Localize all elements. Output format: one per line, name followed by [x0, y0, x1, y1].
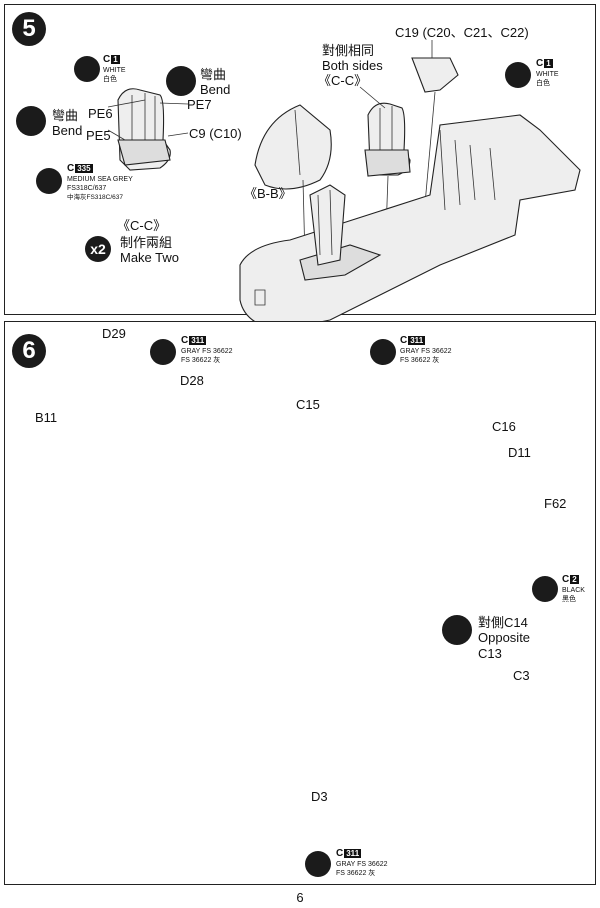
color-name-white: WHITE — [103, 67, 126, 74]
opposite-label-en: Opposite — [478, 630, 531, 645]
color-name-white: WHITE — [536, 71, 559, 78]
opposite-label-cn: 對側C14 — [478, 615, 528, 630]
bend-label-cn: 彎曲 — [52, 108, 79, 123]
seat-part-right — [364, 102, 411, 177]
color-name-black-cn: 黑色 — [562, 596, 576, 603]
color-name-white-cn: 白色 — [536, 80, 550, 87]
color-name-gray: GRAY FS 36622 — [336, 861, 388, 868]
color-fs-code: FS318C/637 — [67, 185, 107, 192]
quantity-x2-badge: x2 — [85, 236, 111, 262]
part-b-b — [254, 104, 332, 190]
part-label-c9: C9 (C10) — [189, 126, 242, 141]
color-name-gray: GRAY FS 36622 — [181, 348, 233, 355]
part-label-c19: C19 (C20、C21、C22) — [395, 25, 529, 40]
make-two-en: Make Two — [120, 250, 180, 265]
paint-brush-icon — [74, 56, 100, 82]
color-name-white-cn: 白色 — [103, 76, 117, 83]
paint-brush-icon — [36, 168, 62, 194]
paint-brush-icon — [532, 576, 558, 602]
part-label-d11: D11 — [508, 445, 531, 460]
bend-label-cn: 彎曲 — [200, 67, 227, 82]
step-6-number: 6 — [12, 334, 46, 368]
make-two-cn: 制作兩組 — [120, 235, 173, 250]
part-label-d3: D3 — [311, 789, 328, 804]
section-label-cc: 《C-C》 — [117, 218, 167, 233]
part-label-d29: D29 — [102, 326, 126, 341]
paint-brush-icon — [370, 339, 396, 365]
paint-brush-icon — [305, 851, 331, 877]
color-name-gray: GRAY FS 36622 — [400, 348, 452, 355]
color-name-gray-cn: FS 36622 灰 — [400, 357, 440, 364]
paint-brush-icon — [150, 339, 176, 365]
color-name-cn: 中海灰FS318C/637 — [67, 194, 123, 201]
part-label-pe6: PE6 — [88, 106, 113, 121]
opposite-arrows-icon — [442, 615, 472, 645]
bend-label-en: Bend — [200, 82, 231, 97]
bend-label-en: Bend — [52, 123, 83, 138]
part-label-b11: B11 — [35, 410, 58, 425]
part-label-c3: C3 — [513, 668, 530, 683]
part-label-c16: C16 — [492, 419, 516, 434]
color-name-gray-cn: FS 36622 灰 — [336, 870, 376, 877]
section-label-cc-right: 《C-C》 — [318, 73, 368, 88]
bend-icon — [16, 106, 46, 136]
step-5-number: 5 — [12, 12, 46, 46]
color-name-gray-cn: FS 36622 灰 — [181, 357, 221, 364]
paint-brush-icon — [505, 62, 531, 88]
part-label-d28: D28 — [180, 373, 204, 388]
part-label-pe7: PE7 — [187, 97, 212, 112]
part-c19 — [411, 57, 459, 93]
both-sides-en: Both sides — [322, 58, 383, 73]
seat-part-left — [117, 88, 171, 171]
color-name-medium-sea-grey: MEDIUM SEA GREY — [67, 176, 133, 183]
fuselage-step5 — [239, 114, 581, 331]
bend-icon — [166, 66, 196, 96]
page-number: 6 — [296, 890, 304, 905]
both-sides-cn: 對側相同 — [322, 43, 375, 58]
step-6-panel — [4, 321, 596, 885]
part-label-c15: C15 — [296, 397, 320, 412]
color-name-black: BLACK — [562, 587, 585, 594]
part-label-pe5: PE5 — [86, 128, 111, 143]
part-label-c13: C13 — [478, 646, 502, 661]
section-label-bb: 《B-B》 — [244, 186, 292, 201]
part-label-f62: F62 — [544, 496, 567, 511]
